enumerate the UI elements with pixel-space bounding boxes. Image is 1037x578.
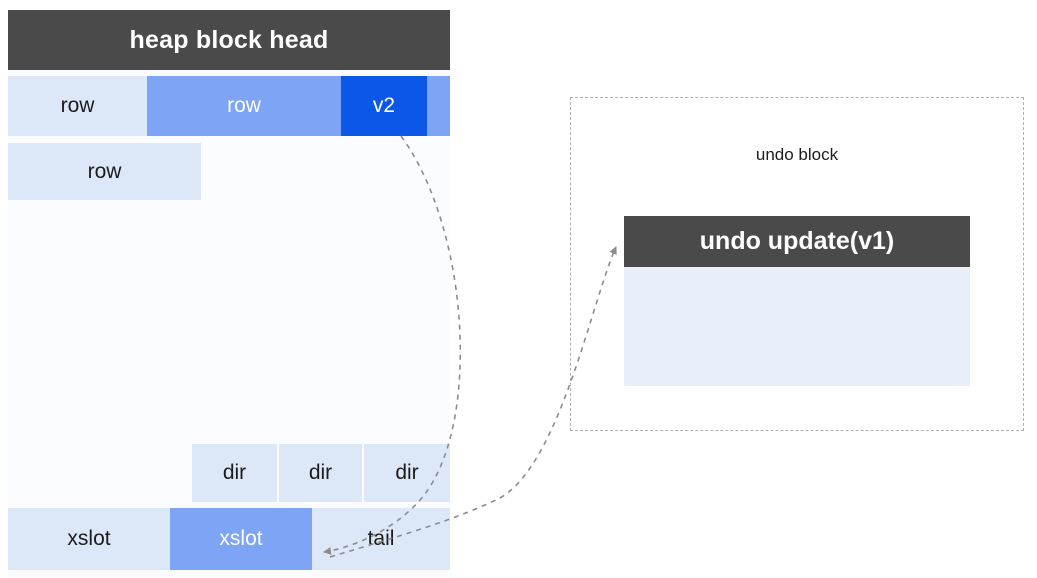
heap-tail-cell[interactable]: tail xyxy=(312,508,450,570)
undo-update-record-header[interactable]: undo update(v1) xyxy=(624,216,970,267)
heap-row-cell-v2[interactable]: v2 xyxy=(341,76,427,136)
heap-dir-cell-3[interactable]: dir xyxy=(364,444,450,502)
undo-block-label: undo block xyxy=(755,145,839,164)
heap-row-cell-5[interactable]: row xyxy=(8,143,201,200)
heap-dir-cell-2[interactable]: dir xyxy=(279,444,362,502)
undo-update-record-header-label: undo update(v1) xyxy=(699,227,895,255)
heap-block-head-label: heap block head xyxy=(129,25,329,54)
heap-block-head-bar: heap block head xyxy=(8,10,450,70)
heap-row-cell-4[interactable] xyxy=(427,76,450,136)
heap-row-cell-1[interactable]: row xyxy=(8,76,147,136)
heap-dir-cell-1[interactable]: dir xyxy=(192,444,277,502)
heap-xslot-cell-1[interactable]: xslot xyxy=(8,508,170,570)
heap-row-cell-2[interactable]: row xyxy=(147,76,341,136)
heap-xslot-cell-2[interactable]: xslot xyxy=(170,508,312,570)
